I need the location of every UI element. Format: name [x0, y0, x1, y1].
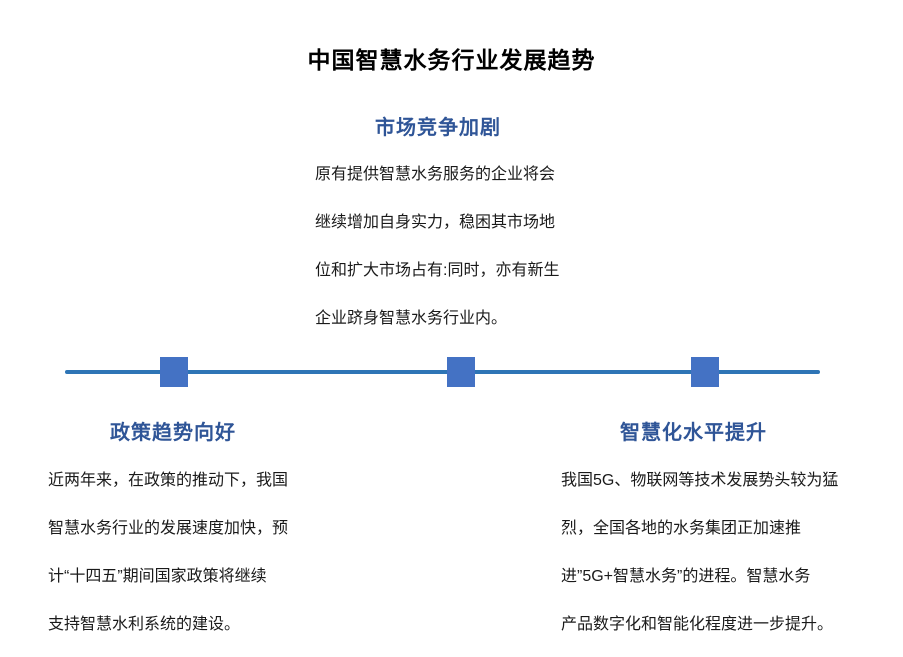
timeline-marker-3: [691, 357, 719, 387]
page-title: 中国智慧水务行业发展趋势: [307, 47, 596, 74]
body-line: 产品数字化和智能化程度进一步提升。: [561, 616, 834, 633]
timeline-marker-2: [447, 357, 475, 387]
section-heading-market-competition: 市场竞争加剧: [375, 117, 501, 139]
body-line: 进”5G+智慧水务”的进程。智慧水务: [561, 568, 811, 585]
body-line: 原有提供智慧水务服务的企业将会: [315, 166, 556, 183]
timeline-marker-1: [160, 357, 188, 387]
section-body-smart-level: 我国5G、物联网等技术发展势头较为猛 烈，全国各地的水务集团正加速推 进”5G+…: [561, 457, 903, 649]
body-line: 烈，全国各地的水务集团正加速推: [561, 520, 802, 537]
body-line: 位和扩大市场占有:同时，亦有新生: [315, 262, 560, 279]
body-line: 计“十四五”期间国家政策将继续: [48, 568, 267, 585]
body-line: 企业跻身智慧水务行业内。: [315, 310, 508, 327]
section-heading-policy-trend: 政策趋势向好: [110, 422, 236, 444]
body-line: 近两年来，在政策的推动下，我国: [48, 472, 289, 489]
section-body-market-competition: 原有提供智慧水务服务的企业将会 继续增加自身实力，稳困其市场地 位和扩大市场占有…: [315, 151, 675, 343]
body-line: 我国5G、物联网等技术发展势头较为猛: [561, 472, 839, 489]
body-line: 支持智慧水利系统的建设。: [48, 616, 241, 633]
timeline-line: [65, 370, 820, 374]
section-body-policy-trend: 近两年来，在政策的推动下，我国 智慧水务行业的发展速度加快，预 计“十四五”期间…: [48, 457, 388, 649]
body-line: 智慧水务行业的发展速度加快，预: [48, 520, 289, 537]
body-line: 继续增加自身实力，稳困其市场地: [315, 214, 556, 231]
section-heading-smart-level: 智慧化水平提升: [620, 422, 767, 444]
